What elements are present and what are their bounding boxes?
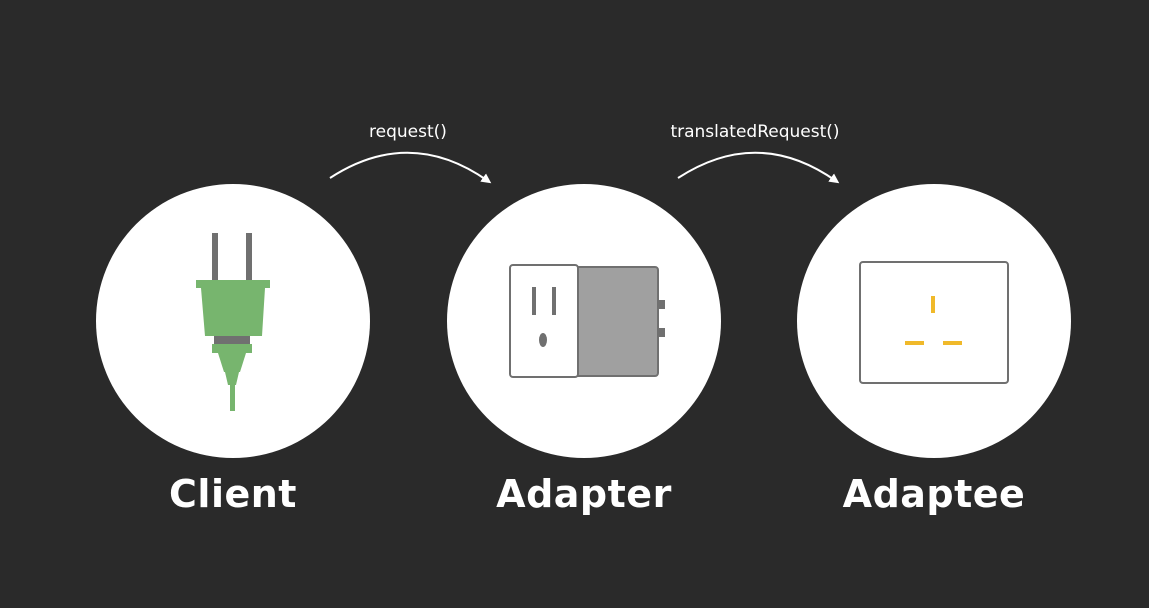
adapter-label: Adapter [496,472,672,516]
plug-icon [196,233,270,411]
adaptee-label: Adaptee [842,472,1026,516]
outlet-adapter-icon [509,264,665,378]
foreign-socket-icon [859,261,1009,384]
translated-request-arrow [677,151,840,184]
request-arrow [329,151,492,184]
translated-request-label: translatedRequest() [670,122,840,142]
client-label: Client [169,472,297,516]
request-label: request() [369,122,447,142]
